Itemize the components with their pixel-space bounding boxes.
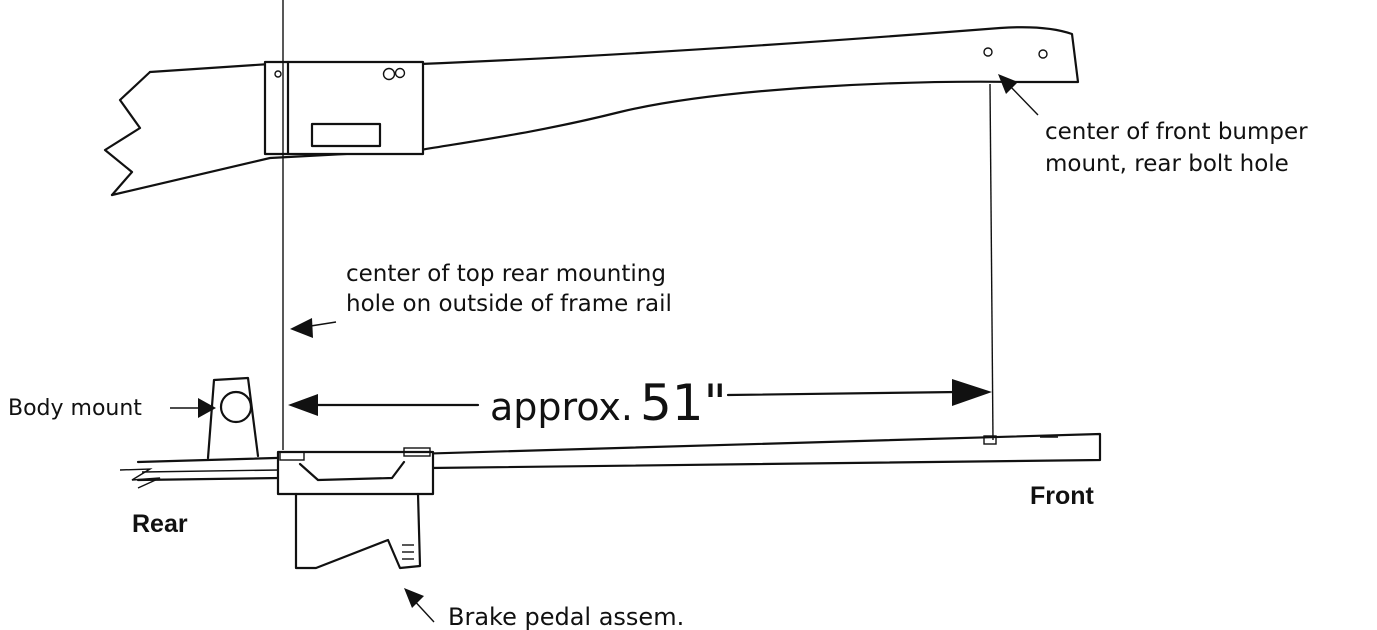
top-rear-label-line2: hole on outside of frame rail	[346, 291, 672, 317]
frame-rail-side-view	[103, 26, 1080, 197]
front-bumper-label-line1: center of front bumper	[1045, 119, 1308, 145]
front-bumper-hole-rear	[983, 47, 993, 57]
front-bumper-hole-front	[1038, 49, 1048, 59]
top-rear-mounting-hole	[274, 70, 282, 78]
distance-dimension	[288, 379, 992, 416]
brake-pedal-arrow	[404, 588, 435, 623]
front-bumper-label-line2: mount, rear bolt hole	[1045, 151, 1289, 177]
body-mount	[206, 376, 260, 460]
frame-rail-outline	[110, 26, 1080, 197]
frame-rail-break-edge	[103, 70, 152, 197]
front-label: Front	[1030, 482, 1095, 510]
distance-prefix: approx.	[490, 385, 633, 429]
body-mount-arrow	[170, 398, 216, 418]
front-bumper-arrow	[998, 74, 1039, 116]
bracket-slot	[310, 122, 382, 148]
distance-value: 51"	[640, 374, 727, 432]
front-reference-line	[989, 83, 994, 441]
brake-pedal-assembly	[294, 492, 422, 570]
rear-mounting-bracket	[263, 60, 425, 156]
body-mount-label: Body mount	[8, 396, 142, 421]
top-rear-arrow	[290, 318, 337, 338]
top-rear-label-line1: center of top rear mounting	[346, 261, 666, 287]
rear-label: Rear	[132, 510, 188, 538]
frame-rail-top-view	[119, 432, 1102, 496]
bracket-hole-b	[394, 67, 406, 79]
bracket-hole-a	[382, 67, 396, 81]
brake-pedal-label: Brake pedal assem.	[448, 603, 684, 630]
